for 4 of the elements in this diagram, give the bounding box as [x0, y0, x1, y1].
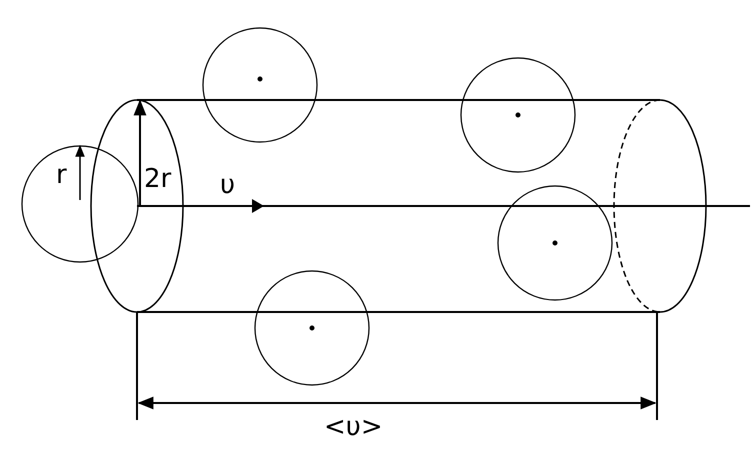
mean-velocity-label: <υ> [324, 414, 383, 440]
velocity-label: υ [220, 172, 236, 198]
diameter-label: 2r [144, 166, 172, 192]
radius-label: r [56, 162, 67, 188]
